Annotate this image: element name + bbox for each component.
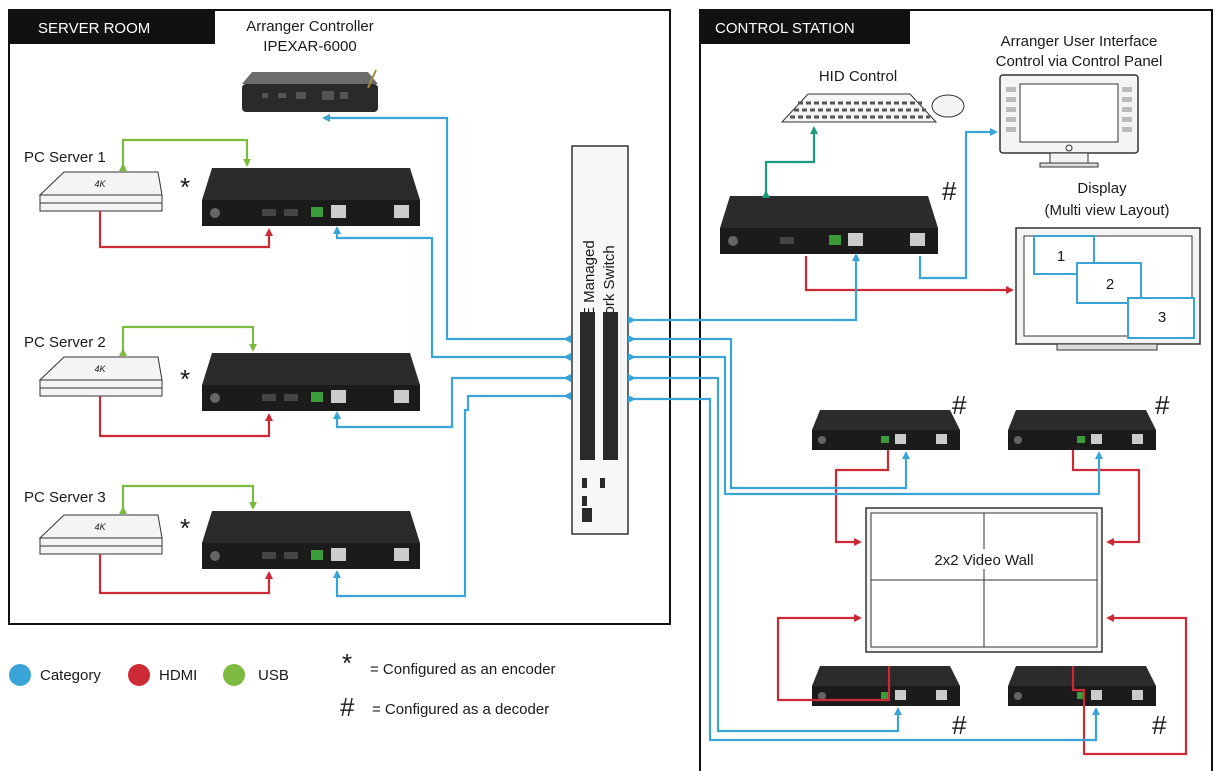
decoder-wall-top-left: [812, 410, 960, 450]
video-wall: 2x2 Video Wall: [865, 507, 1103, 653]
server-room-header: [9, 10, 215, 44]
decoder-wall-bottom-right: [1008, 666, 1156, 706]
decoder-mark-main: #: [942, 176, 957, 206]
hid-usb-link: [762, 126, 818, 198]
legend: Category HDMI USB * = Configured as an e…: [9, 648, 556, 722]
legend-hdmi-label: HDMI: [159, 667, 197, 684]
control-station-header: [700, 10, 910, 44]
display-label-2: (Multi view Layout): [1044, 202, 1169, 219]
pc-server-3-badge: 4K: [94, 522, 106, 532]
multiview-display: 1 2 3: [1015, 227, 1201, 351]
encoder-3: [202, 511, 420, 569]
encoder-2: [202, 353, 420, 411]
legend-category-label: Category: [40, 667, 101, 684]
controller-title: Arranger Controller: [246, 18, 374, 35]
control-panel-monitor: [999, 74, 1139, 168]
legend-encoder-text: = Configured as an encoder: [370, 661, 556, 678]
window-3-label: 3: [1158, 309, 1166, 326]
legend-hdmi-dot: [128, 664, 150, 686]
encoder-mark-3: *: [180, 513, 190, 543]
keyboard-mouse: [780, 93, 965, 123]
decoder-main: [720, 196, 938, 254]
pc-server-2-label: PC Server 2: [24, 334, 106, 351]
usb-links: [119, 138, 257, 514]
encoder-mark-1: *: [180, 172, 190, 202]
control-station-title: CONTROL STATION: [715, 20, 855, 37]
encoder-mark-2: *: [180, 364, 190, 394]
legend-usb-dot: [223, 664, 245, 686]
network-switch: 10GbE Managed Network Switch: [571, 145, 629, 535]
decoder-wall-top-right: [1008, 410, 1156, 450]
decoder-mark-wall-1: #: [952, 390, 967, 420]
pc-server-1-label: PC Server 1: [24, 149, 106, 166]
legend-category-dot: [9, 664, 31, 686]
server-room-title: SERVER ROOM: [38, 20, 150, 37]
pc-server-2-badge: 4K: [94, 364, 106, 374]
controller-model: IPEXAR-6000: [263, 38, 356, 55]
window-1-label: 1: [1057, 248, 1065, 265]
legend-decoder-symbol: #: [340, 692, 355, 722]
ui-label-1: Arranger User Interface: [1001, 33, 1158, 50]
hid-label: HID Control: [819, 68, 897, 85]
video-wall-label: 2x2 Video Wall: [934, 552, 1033, 569]
window-2-label: 2: [1106, 276, 1114, 293]
decoder-mark-wall-2: #: [1155, 390, 1170, 420]
encoder-1: [202, 168, 420, 226]
pc-server-3-label: PC Server 3: [24, 489, 106, 506]
pc-server-1-badge: 4K: [94, 179, 106, 189]
decoder-mark-wall-3: #: [952, 710, 967, 740]
pc-server-3: PC Server 3 4K: [24, 489, 163, 555]
decoder-mark-wall-4: #: [1152, 710, 1167, 740]
arranger-controller: [242, 69, 378, 112]
ui-label-2: Control via Control Panel: [996, 53, 1163, 70]
legend-encoder-symbol: *: [342, 648, 352, 678]
category-links: [322, 114, 1103, 742]
pc-server-1: PC Server 1 4K: [24, 149, 163, 212]
display-label-1: Display: [1077, 180, 1127, 197]
legend-usb-label: USB: [258, 667, 289, 684]
legend-decoder-text: = Configured as a decoder: [372, 701, 549, 718]
pc-server-2: PC Server 2 4K: [24, 334, 163, 397]
